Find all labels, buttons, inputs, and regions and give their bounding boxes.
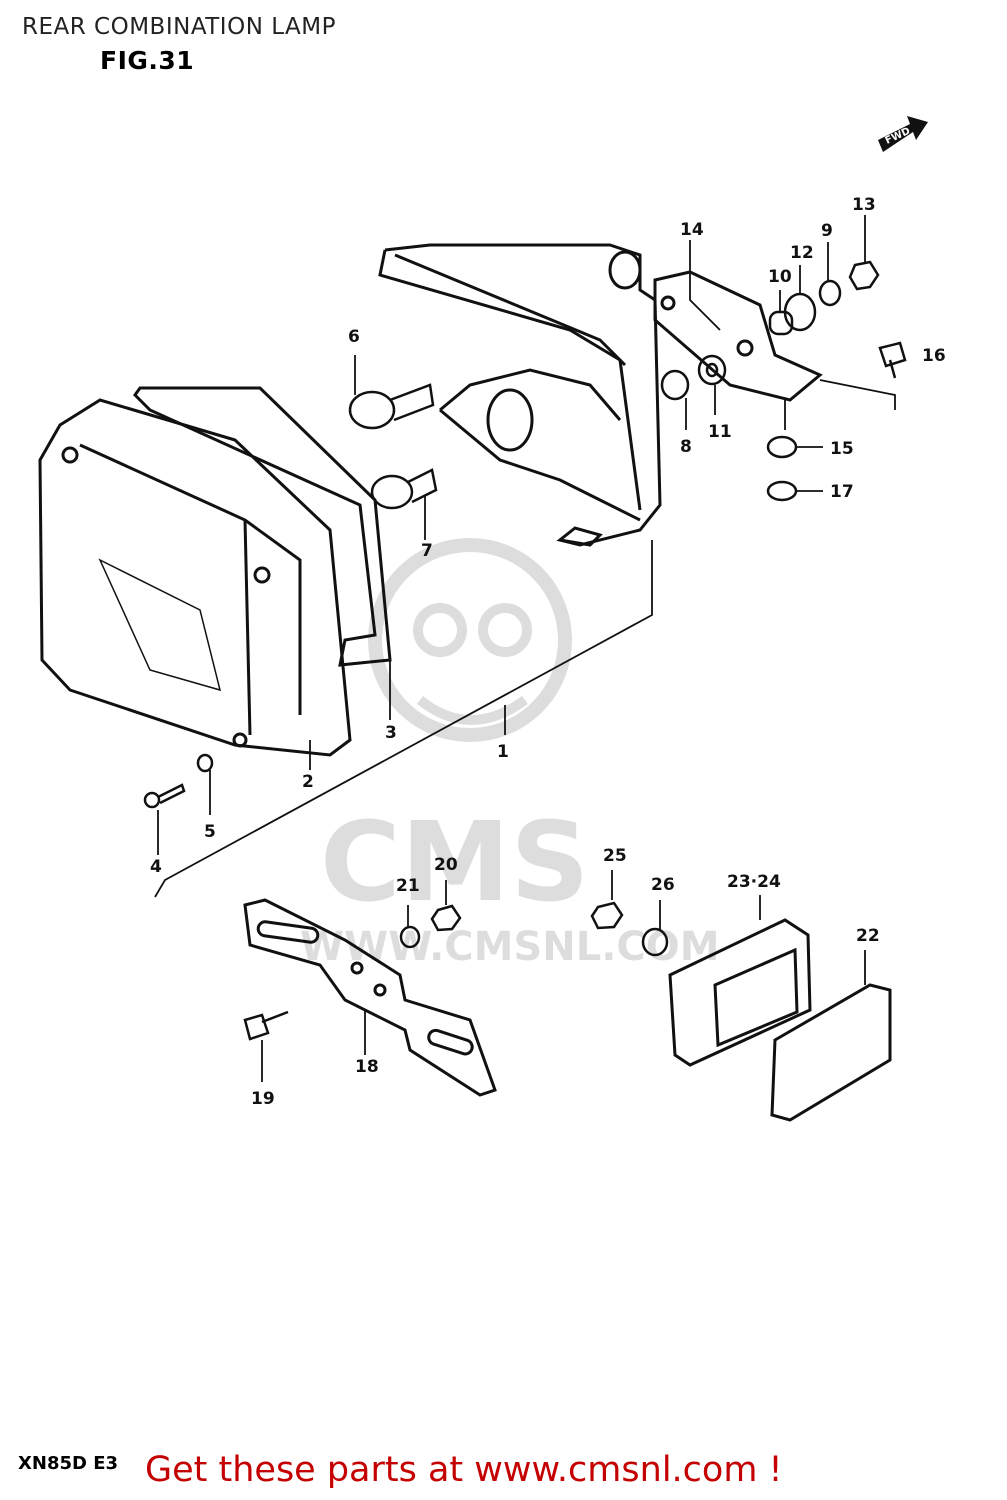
callout-22: 22: [856, 926, 880, 946]
callout-1: 1: [497, 742, 509, 762]
callout-19: 19: [251, 1089, 275, 1109]
washer-5-icon: [196, 753, 214, 773]
license-bracket-icon: [243, 898, 497, 1097]
callout-6: 6: [348, 327, 360, 347]
promo-link[interactable]: Get these parts at www.cmsnl.com !: [145, 1450, 783, 1490]
bulb-7-icon: [370, 468, 438, 510]
diagram-title: REAR COMBINATION LAMP: [22, 14, 337, 40]
callout-13: 13: [852, 195, 876, 215]
callout-11: 11: [708, 422, 732, 442]
callout-18: 18: [355, 1057, 379, 1077]
callout-25: 25: [603, 846, 627, 866]
callout-15: 15: [830, 439, 854, 459]
callout-10: 10: [768, 267, 792, 287]
callout-7: 7: [421, 541, 433, 561]
bracket-14-icon: [653, 270, 823, 402]
lamp-housing: [378, 243, 662, 547]
fwd-arrow-icon: FWD: [878, 116, 928, 152]
callout-8: 8: [680, 437, 692, 457]
license-lamp-icon: [668, 918, 812, 1067]
leader-lines: [154, 215, 896, 1082]
license-lens-icon: [770, 983, 892, 1122]
callout-12: 12: [790, 243, 814, 263]
callout-16: 16: [922, 346, 946, 366]
watermark-brand: CMS: [320, 798, 589, 926]
callout-2: 2: [302, 772, 314, 792]
callout-9: 9: [821, 221, 833, 241]
callout-5: 5: [204, 822, 216, 842]
bolt-19-icon: [243, 1010, 289, 1041]
callout-numbers: 1 2 3 4 5 6 7 8 9 10 11 12 13 14 15 16 1…: [150, 195, 946, 1109]
bulb-6-icon: [348, 383, 435, 430]
hardware-8-to-17: [660, 260, 907, 502]
callout-17: 17: [830, 482, 854, 502]
model-code: XN85D E3: [18, 1453, 119, 1474]
callout-21: 21: [396, 876, 420, 896]
watermark-url: WWW.CMSNL.COM: [300, 924, 720, 970]
nuts-20-21-25-26: [399, 901, 669, 957]
figure-label: FIG.31: [100, 46, 195, 75]
fwd-arrow-label: FWD: [884, 126, 912, 147]
callout-20: 20: [434, 855, 458, 875]
callout-23-24: 23·24: [727, 872, 781, 892]
screw-4-icon: [143, 783, 186, 809]
callout-14: 14: [680, 220, 704, 240]
callout-4: 4: [150, 857, 162, 877]
callout-3: 3: [385, 723, 397, 743]
watermark-logo: CMS WWW.CMSNL.COM: [300, 538, 720, 970]
gasket-icon: [133, 386, 392, 667]
callout-26: 26: [651, 875, 675, 895]
lens-icon: [38, 398, 352, 757]
